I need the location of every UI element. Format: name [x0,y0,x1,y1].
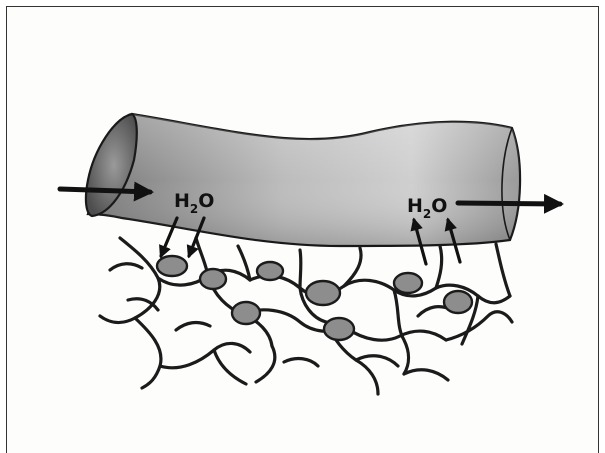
fiber-strand [256,346,275,382]
outflow-arrow [458,203,560,204]
fiber-strand [110,264,142,270]
fiber-strand [176,323,210,330]
matrix-cell [444,291,472,313]
blood-vessel [86,114,520,246]
inflow-arrow [60,189,150,192]
fiber-strand [346,328,446,340]
fiber-strand [214,350,246,384]
matrix-cell [324,318,354,340]
fiber-strand [446,312,512,340]
matrix-cell [157,256,187,276]
fiber-strand [300,250,301,288]
fiber-strand [100,238,160,322]
matrix-cell [394,273,422,293]
fiber-strand [436,246,442,288]
fiber-strand [496,244,510,296]
matrix-cell [257,262,283,280]
fiber-strand [135,318,161,388]
matrix-cell [232,302,260,324]
matrix-cell [200,269,226,289]
matrix-cell [306,281,340,305]
fiber-strand [160,343,250,367]
fiber-strand [404,370,448,380]
fiber-strand [284,359,318,366]
matrix-cells [157,256,472,340]
